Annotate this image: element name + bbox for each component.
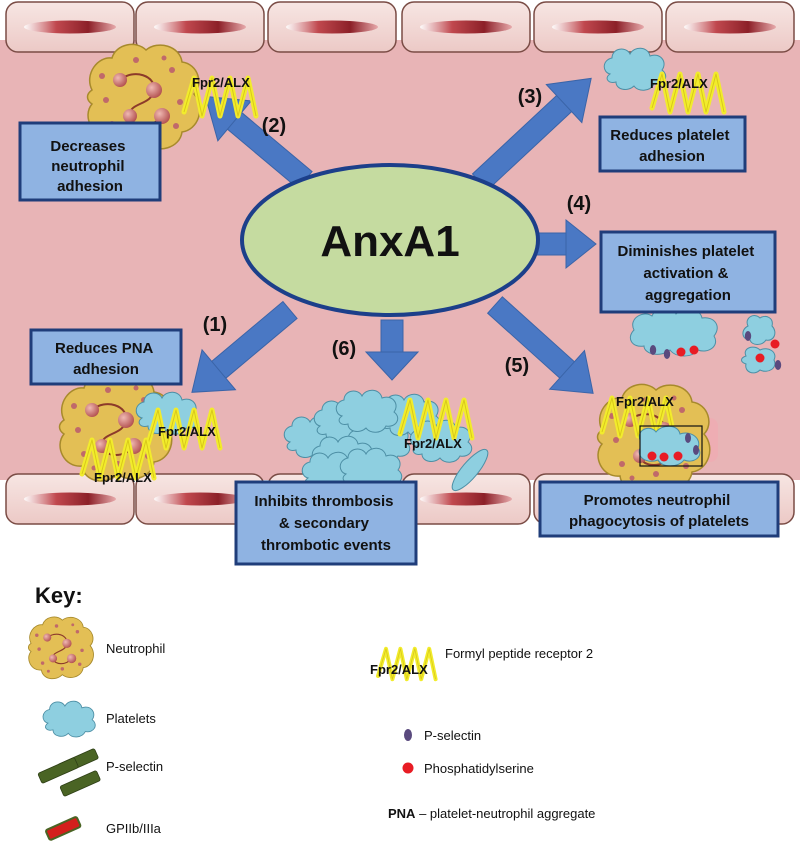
number-label-2: (2): [262, 115, 286, 137]
svg-text:Reduces platelet adhesio: Reduces platelet adhesion: [610, 127, 733, 165]
number-label-4: (4): [567, 193, 591, 215]
key-section: Key: Neutrophil Platelets P-selectin GPI…: [27, 583, 595, 841]
effect-2-line-3: adhesion: [57, 178, 123, 195]
svg-text:Promotes neutrophil phag: Promotes neutrophil phagocytosis of plat…: [569, 492, 749, 530]
arrow-6: [364, 319, 420, 381]
effect-4-line-1: Diminishes platelet: [618, 243, 755, 260]
platelet-cell: [451, 448, 489, 492]
effect-box-3: Reduces platelet adhesion: [598, 115, 747, 173]
effect-5-line-1: Promotes neutrophil: [584, 492, 731, 509]
svg-text:Inhibits thrombosis & se: Inhibits thrombosis & secondary thrombot…: [254, 493, 397, 554]
key-neutrophil-icon: [27, 616, 95, 680]
key-neutrophil-label: Neutrophil: [106, 641, 165, 656]
arrow-1: [191, 300, 298, 393]
receptor-label-6: Fpr2/ALX: [404, 436, 462, 451]
receptor-label-1a: Fpr2/ALX: [158, 424, 216, 439]
effect-6-line-1: Inhibits thrombosis: [254, 493, 393, 510]
key-phosphatidylserine-icon: [402, 762, 414, 774]
effect-5-line-2: phagocytosis of platelets: [569, 513, 749, 530]
arrows: [191, 77, 597, 394]
effect-box-4: Diminishes platelet activation & aggrega…: [599, 230, 777, 314]
receptor-label-5: Fpr2/ALX: [616, 394, 674, 409]
effect-2-line-1: Decreases: [50, 138, 125, 155]
thrombus-group: Fpr2/ALX: [283, 389, 489, 495]
effect-1-line-1: Reduces PNA: [55, 340, 154, 357]
effect-box-6: Inhibits thrombosis & secondary thrombot…: [234, 480, 418, 566]
receptor-label-3: Fpr2/ALX: [650, 76, 708, 91]
key-title: Key:: [35, 583, 83, 608]
effect-box-2: Decreases neutrophil adhesion: [18, 121, 162, 202]
phagocytosis-group: Fpr2/ALX: [596, 383, 718, 492]
key-receptor-icon-label: Fpr2/ALX: [370, 662, 428, 677]
effect-1-line-2: adhesion: [73, 361, 139, 378]
effect-4-line-2: activation &: [643, 265, 728, 282]
effect-3-line-1: Reduces platelet: [610, 127, 729, 144]
key-p-selectin-dot-icon: [404, 729, 412, 741]
key-p-selectin-bars-icon: [37, 748, 101, 797]
receptor-label-2: Fpr2/ALX: [192, 75, 250, 90]
platelet-adhesion-group: Fpr2/ALX: [603, 47, 724, 112]
key-pna-desc: – platelet-neutrophil aggregate: [415, 806, 595, 821]
anxa1-ellipse: [240, 163, 540, 317]
effect-6-line-2: & secondary: [279, 515, 370, 532]
key-pna-definition: PNA – platelet-neutrophil aggregate: [388, 806, 595, 821]
key-p-selectin-dot-label: P-selectin: [424, 728, 481, 743]
key-receptor-desc: Formyl peptide receptor 2: [445, 646, 593, 661]
effect-2-line-2: neutrophil: [51, 158, 124, 175]
anxa1-label: AnxA1: [320, 217, 459, 266]
effect-box-5: Promotes neutrophil phagocytosis of plat…: [538, 480, 780, 538]
neutrophil-adhesion-group: Fpr2/ALX: [86, 43, 257, 152]
activated-platelets-group: [629, 307, 782, 374]
effect-6-line-3: thrombotic events: [261, 537, 391, 554]
effect-box-1: Reduces PNA adhesion: [29, 328, 183, 386]
effect-4-line-3: aggregation: [645, 287, 731, 304]
key-gpiib-icon: [45, 816, 82, 841]
number-label-5: (5): [505, 355, 529, 377]
effect-3-line-2: adhesion: [639, 148, 705, 165]
key-phosphatidylserine-label: Phosphatidylserine: [424, 761, 534, 776]
key-platelet-icon: [42, 700, 96, 738]
pna-group: Fpr2/ALX Fpr2/ALX: [58, 373, 221, 485]
number-label-6: (6): [332, 338, 356, 360]
number-label-3: (3): [518, 86, 542, 108]
svg-text:Decreases neutrophil: Decreases neutrophil adhesion: [50, 138, 129, 195]
svg-text:Reduces PNA adhesion: Reduces PNA adhesion: [55, 340, 157, 378]
key-platelets-label: Platelets: [106, 711, 156, 726]
receptor-label-1b: Fpr2/ALX: [94, 470, 152, 485]
arrow-5: [486, 296, 594, 394]
svg-text:Diminishes platelet acti: Diminishes platelet activation & aggrega…: [618, 243, 759, 304]
key-gpiib-label: GPIIb/IIIa: [106, 821, 162, 836]
key-p-selectin-bars-label: P-selectin: [106, 759, 163, 774]
number-label-1: (1): [203, 314, 227, 336]
key-pna-abbr: PNA: [388, 806, 416, 821]
